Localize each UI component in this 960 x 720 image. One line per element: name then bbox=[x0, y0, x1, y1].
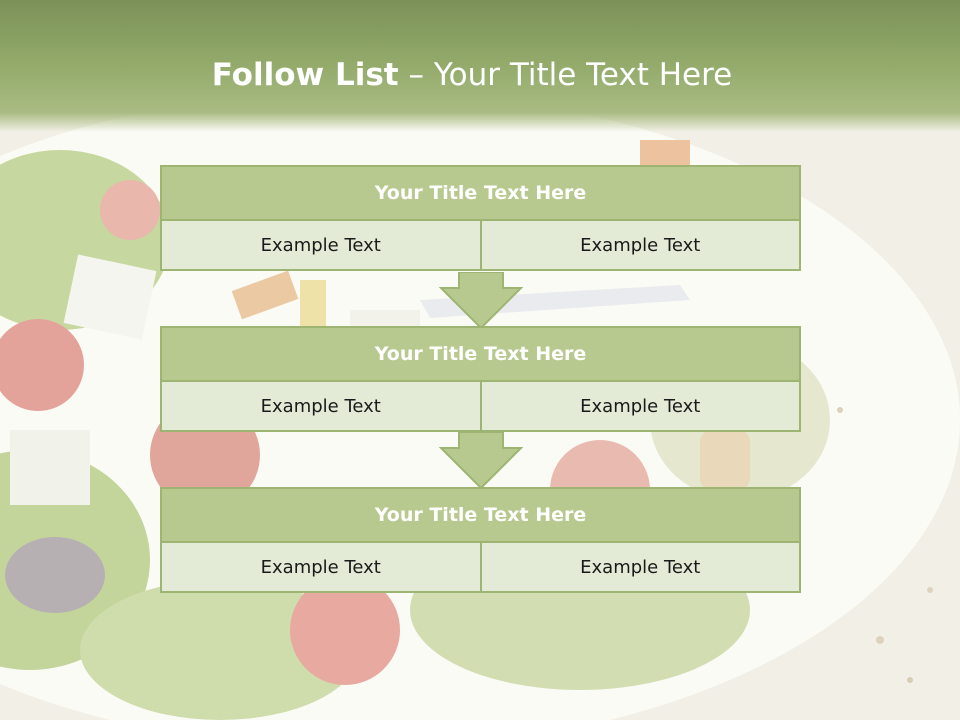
follow-block-2: Your Title Text Here Example Text Exampl… bbox=[160, 326, 801, 432]
follow-block-3: Your Title Text Here Example Text Exampl… bbox=[160, 487, 801, 593]
down-arrow-icon bbox=[439, 272, 523, 330]
page-title: Follow List – Your Title Text Here bbox=[0, 52, 944, 98]
block-cell-right: Example Text bbox=[481, 382, 801, 432]
block-cell-left: Example Text bbox=[160, 382, 482, 432]
down-arrow-icon bbox=[439, 432, 523, 490]
block-cell-right: Example Text bbox=[481, 543, 801, 593]
block-title: Your Title Text Here bbox=[160, 326, 801, 382]
header-band bbox=[0, 0, 960, 132]
block-cell-left: Example Text bbox=[160, 543, 482, 593]
title-bold: Follow List bbox=[211, 57, 399, 93]
block-title: Your Title Text Here bbox=[160, 165, 801, 221]
block-row: Example Text Example Text bbox=[160, 543, 801, 593]
follow-block-1: Your Title Text Here Example Text Exampl… bbox=[160, 165, 801, 271]
block-cell-right: Example Text bbox=[481, 221, 801, 271]
block-row: Example Text Example Text bbox=[160, 221, 801, 271]
title-rest: – Your Title Text Here bbox=[398, 57, 733, 93]
block-title: Your Title Text Here bbox=[160, 487, 801, 543]
block-row: Example Text Example Text bbox=[160, 382, 801, 432]
block-cell-left: Example Text bbox=[160, 221, 482, 271]
